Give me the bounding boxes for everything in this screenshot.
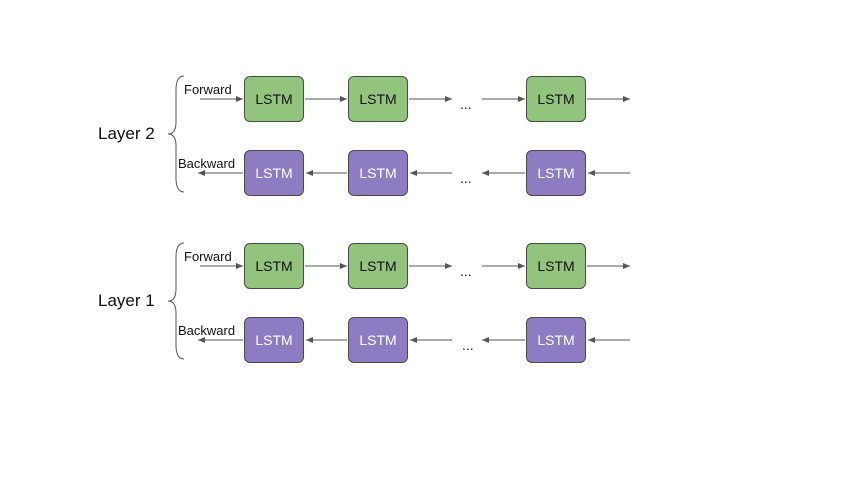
layer-2-backward-label: Backward bbox=[178, 156, 236, 171]
layer-2-label: Layer 2 bbox=[98, 124, 155, 143]
layer-1-forward-cell-3: LSTM bbox=[526, 243, 586, 289]
layer-1-forward-cell-2: LSTM bbox=[348, 243, 408, 289]
layer-2-forward-cell-3: LSTM bbox=[526, 76, 586, 122]
layer-1-backward-label: Backward bbox=[178, 323, 236, 338]
layer-1-backward-ellipsis: ... bbox=[462, 337, 474, 353]
layer-2-backward-ellipsis: ... bbox=[460, 170, 472, 186]
layer-1-backward-cell-3: LSTM bbox=[526, 317, 586, 363]
layer-2-forward-cell-1: LSTM bbox=[244, 76, 304, 122]
layer-1-backward-cell-2: LSTM bbox=[348, 317, 408, 363]
layer-2-forward-label: Forward bbox=[184, 82, 232, 97]
layer-2-forward-ellipsis: ... bbox=[460, 96, 472, 112]
layer-1-backward-cell-1: LSTM bbox=[244, 317, 304, 363]
layer-2-brace bbox=[167, 75, 185, 193]
layer-2-backward-cell-2: LSTM bbox=[348, 150, 408, 196]
layer-1-forward-label: Forward bbox=[184, 249, 232, 264]
layer-2-backward-cell-3: LSTM bbox=[526, 150, 586, 196]
layer-1-forward-ellipsis: ... bbox=[460, 263, 472, 279]
layer-2-forward-cell-2: LSTM bbox=[348, 76, 408, 122]
layer-1-forward-cell-1: LSTM bbox=[244, 243, 304, 289]
layer-1-label: Layer 1 bbox=[98, 291, 155, 310]
layer-2-backward-cell-1: LSTM bbox=[244, 150, 304, 196]
layer-1-brace bbox=[167, 242, 185, 360]
